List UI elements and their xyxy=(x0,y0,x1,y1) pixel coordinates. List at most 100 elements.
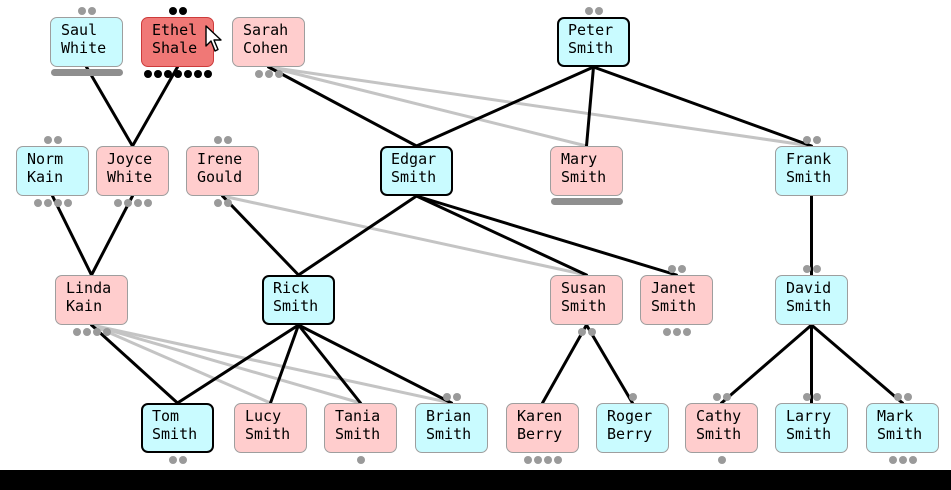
strong-link-rick-brian xyxy=(297,323,453,405)
marker-dots-bottom-norm xyxy=(33,199,72,207)
marker-dot xyxy=(173,70,182,78)
marker-dots-top-roger xyxy=(628,393,637,401)
marker-dots-top-irene xyxy=(213,136,232,144)
person-last-name: Smith xyxy=(651,297,697,315)
marker-dot xyxy=(442,393,451,401)
weak-link-linda-tania xyxy=(90,323,362,405)
marker-bar-saul xyxy=(50,69,123,76)
marker-dot xyxy=(667,265,676,273)
person-first-name: Edgar xyxy=(391,150,437,168)
person-last-name: Smith xyxy=(568,39,614,57)
marker-dots-bottom-cathy xyxy=(717,456,726,464)
weak-link-linda-lucy xyxy=(90,323,272,405)
bottom-strip xyxy=(0,470,951,490)
person-last-name: Smith xyxy=(273,297,319,315)
person-last-name: Smith xyxy=(561,297,607,315)
marker-dot xyxy=(523,456,532,464)
marker-dot xyxy=(72,328,81,336)
person-first-name: Susan xyxy=(561,279,607,297)
weak-link-sarah-mary xyxy=(267,65,588,148)
person-first-name: Lucy xyxy=(245,407,282,425)
strong-link-ethel-joyce xyxy=(131,65,179,148)
marker-dot xyxy=(143,70,152,78)
marker-dot xyxy=(553,456,562,464)
person-first-name: Linda xyxy=(66,279,112,297)
strong-link-rick-lucy xyxy=(269,323,300,405)
marker-dot xyxy=(87,7,96,15)
person-last-name: Smith xyxy=(877,425,923,443)
marker-dot xyxy=(682,328,691,336)
marker-dot xyxy=(178,7,187,15)
weak-link-sarah-frank xyxy=(267,65,813,148)
mouse-pointer-icon xyxy=(205,25,222,52)
person-last-name: White xyxy=(61,39,107,57)
marker-dots-bottom-ethel xyxy=(143,70,212,78)
strong-link-peter-mary xyxy=(585,65,595,148)
marker-dot xyxy=(153,70,162,78)
person-last-name: Smith xyxy=(786,168,832,186)
marker-dot xyxy=(898,456,907,464)
marker-dots-top-janet xyxy=(667,265,686,273)
person-first-name: Tania xyxy=(335,407,381,425)
marker-dot xyxy=(802,265,811,273)
marker-dot xyxy=(102,328,111,336)
marker-dot xyxy=(594,7,603,15)
person-first-name: Peter xyxy=(568,21,614,39)
person-first-name: Tom xyxy=(152,407,180,425)
marker-dot xyxy=(543,456,552,464)
marker-dot xyxy=(812,393,821,401)
marker-dots-top-brian xyxy=(442,393,461,401)
person-first-name: Ethel xyxy=(152,21,198,39)
person-last-name: Smith xyxy=(561,168,607,186)
strong-link-joyce-linda xyxy=(90,194,134,277)
marker-dot xyxy=(203,70,212,78)
marker-dot xyxy=(903,393,912,401)
marker-dot xyxy=(133,199,142,207)
person-last-name: Smith xyxy=(152,425,198,443)
strong-link-edgar-susan xyxy=(415,194,588,277)
strong-link-edgar-janet xyxy=(415,194,678,277)
marker-dot xyxy=(178,456,187,464)
person-last-name: Kain xyxy=(27,168,64,186)
marker-dot xyxy=(802,393,811,401)
person-first-name: Rick xyxy=(273,279,310,297)
marker-dot xyxy=(888,456,897,464)
marker-dots-bottom-sarah xyxy=(254,70,283,78)
marker-dots-bottom-janet xyxy=(662,328,691,336)
marker-dots-top-larry xyxy=(802,393,821,401)
marker-dot xyxy=(672,328,681,336)
marker-dot xyxy=(812,136,821,144)
marker-dots-top-mark xyxy=(893,393,912,401)
marker-dot xyxy=(193,70,202,78)
person-first-name: Roger xyxy=(607,407,653,425)
marker-dots-bottom-mark xyxy=(888,456,917,464)
marker-dot xyxy=(53,199,62,207)
marker-dot xyxy=(722,393,731,401)
